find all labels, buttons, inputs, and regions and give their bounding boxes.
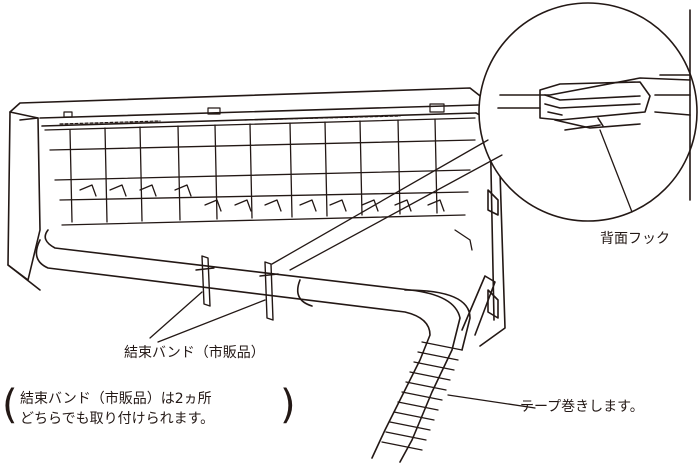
- note-close-paren: ): [280, 382, 296, 428]
- leader-lines: [149, 129, 633, 409]
- cable-tie-label: 結束バンド（市販品）: [124, 345, 265, 361]
- vent-grid: [44, 117, 476, 251]
- indoor-unit-body: [7, 87, 506, 347]
- top-notches: [59, 103, 445, 125]
- tape-wrap-label: テープ巻きします。: [520, 399, 644, 415]
- zoom-guides: [271, 139, 503, 271]
- back-hook-label: 背面フック: [600, 231, 670, 247]
- zoom-circle: [478, 2, 698, 222]
- cable-tie-note: 結束バンド（市販品）は2ヵ所 どちらでも取り付けられます。: [20, 389, 214, 429]
- pipe-bundle: [35, 229, 496, 463]
- tape-wrap: [381, 341, 463, 451]
- note-line-1: 結束バンド（市販品）は2ヵ所: [20, 391, 212, 407]
- note-line-2: どちらでも取り付けられます。: [20, 411, 215, 427]
- cable-ties: [195, 255, 279, 321]
- note-open-paren: (: [2, 382, 18, 428]
